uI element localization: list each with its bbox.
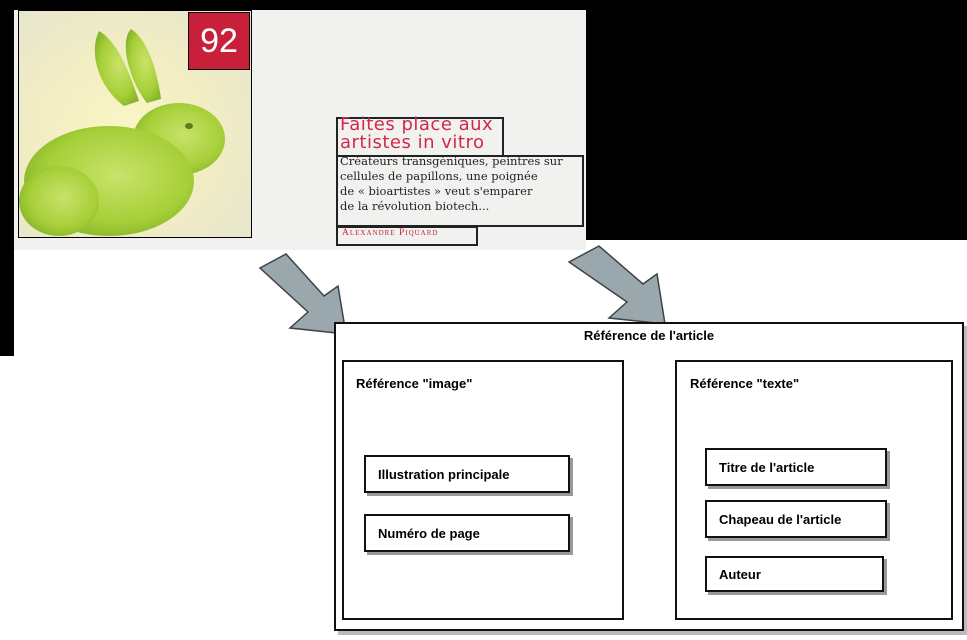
field-page-number: Numéro de page — [364, 514, 570, 552]
arrow-left-down-icon — [258, 253, 347, 335]
image-reference-label: Référence "image" — [356, 376, 473, 391]
background-black-top — [0, 0, 967, 10]
background-black-left — [0, 0, 14, 356]
rabbit-illustration — [19, 11, 251, 237]
article-author: Alexandre Piquard — [342, 228, 439, 238]
article-chapeau: Créateurs transgéniques, peintres sur ce… — [340, 154, 563, 213]
arrow-right-down-icon — [567, 245, 666, 325]
text-reference-label: Référence "texte" — [690, 376, 800, 391]
field-article-title: Titre de l'article — [705, 448, 887, 486]
background-black-right — [586, 0, 967, 240]
field-article-chapeau: Chapeau de l'article — [705, 500, 887, 538]
page-number: 92 — [188, 12, 250, 70]
field-main-illustration: Illustration principale — [364, 455, 570, 493]
article-reference-title: Référence de l'article — [583, 328, 715, 343]
field-author: Auteur — [705, 556, 884, 592]
main-illustration — [18, 10, 252, 238]
author-box — [336, 226, 478, 246]
article-title: Faites place aux artistes in vitro — [340, 114, 494, 153]
